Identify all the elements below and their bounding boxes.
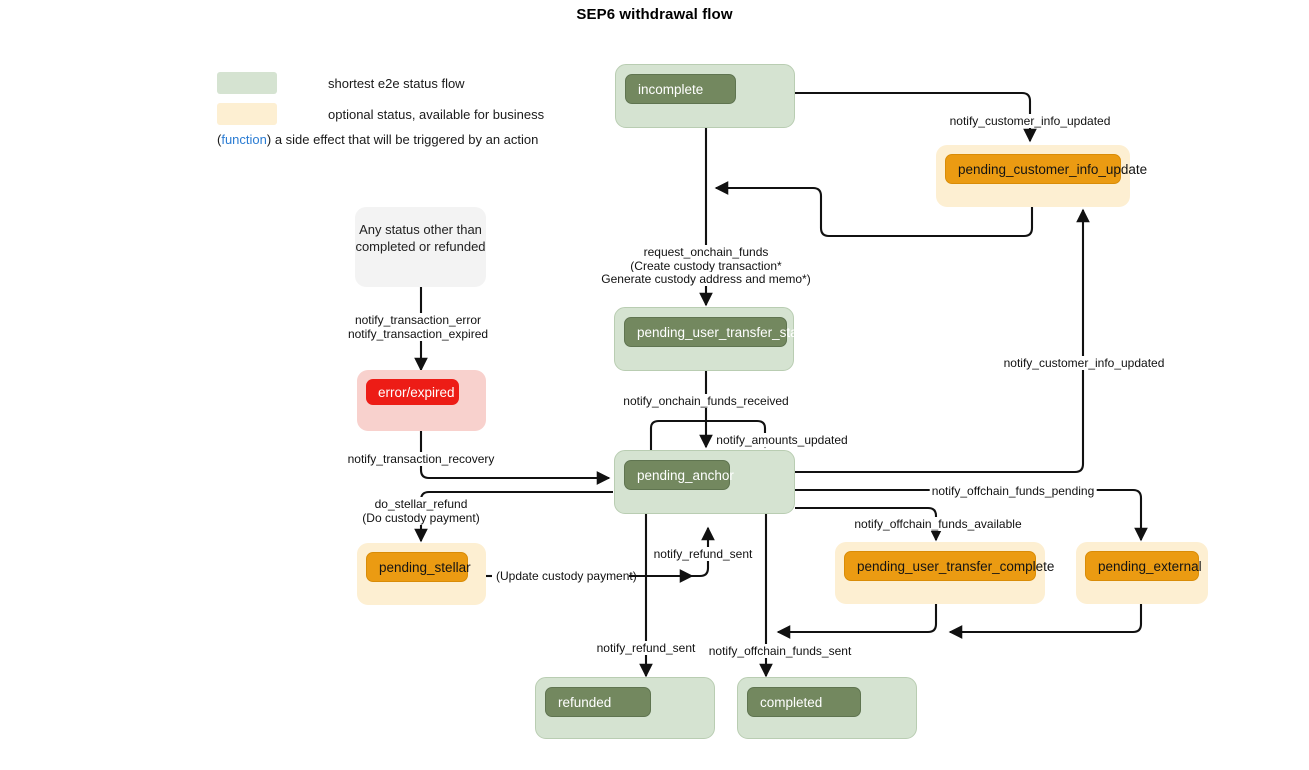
edge-label-notify-customer-info-updated-right: notify_customer_info_updated	[1001, 356, 1167, 370]
node-pending-anchor-label: pending_anchor	[637, 467, 734, 483]
edge-label-do-stellar-refund: do_stellar_refund	[372, 497, 470, 511]
edge-label-notify-transaction-recovery: notify_transaction_recovery	[345, 452, 497, 466]
legend-function-note: (function) a side effect that will be tr…	[217, 132, 544, 147]
node-pending-user-transfer-start[interactable]: pending_user_transfer_start	[614, 307, 806, 371]
node-pending-stellar[interactable]: pending_stellar	[357, 543, 486, 605]
node-completed-label: completed	[760, 694, 823, 710]
node-error-expired-label: error/expired	[378, 384, 455, 400]
legend-row-amber: optional status, available for business	[217, 101, 544, 127]
edge-label-notify-offchain-funds-available: notify_offchain_funds_available	[852, 517, 1024, 531]
edge-label-notify-refund-sent-down: notify_refund_sent	[594, 641, 698, 655]
node-refunded-inner: refunded	[545, 687, 651, 717]
node-completed-inner: completed	[747, 687, 861, 717]
legend-row-green: shortest e2e status flow	[217, 70, 544, 96]
edge-label-create-custody-transaction: (Create custody transaction*	[628, 259, 784, 273]
page-title: SEP6 withdrawal flow	[576, 6, 733, 23]
node-pending-customer-info-update-inner: pending_customer_info_update	[945, 154, 1147, 184]
node-pending-user-transfer-start-inner: pending_user_transfer_start	[624, 317, 806, 347]
node-pending-user-transfer-start-label: pending_user_transfer_start	[637, 324, 806, 340]
node-any-status-text: Any status other than completed or refun…	[355, 221, 485, 255]
edge-label-request-onchain-funds: request_onchain_funds	[641, 245, 771, 259]
node-error-expired-inner: error/expired	[366, 379, 459, 405]
edge-incomplete-to-pending-customer-info	[795, 91, 1037, 143]
legend-note-rest: ) a side effect that will be triggered b…	[266, 132, 539, 147]
edge-label-notify-offchain-funds-pending: notify_offchain_funds_pending	[929, 484, 1097, 498]
edge-label-do-custody-payment: (Do custody payment)	[360, 511, 482, 525]
legend-label-green: shortest e2e status flow	[328, 75, 465, 91]
node-refunded[interactable]: refunded	[535, 677, 715, 739]
node-pending-stellar-inner: pending_stellar	[366, 552, 471, 582]
node-pending-user-transfer-complete-inner: pending_user_transfer_complete	[844, 551, 1054, 581]
edge-error-expired-to-pending-anchor	[419, 431, 611, 485]
edge-label-notify-transaction-error: notify_transaction_error	[352, 313, 484, 327]
edge-label-notify-customer-info-updated-top: notify_customer_info_updated	[947, 114, 1113, 128]
edge-pending-anchor-self-loop	[649, 419, 772, 455]
edge-label-notify-refund-sent-up: notify_refund_sent	[651, 547, 755, 561]
node-refunded-label: refunded	[558, 694, 612, 710]
legend-function-word: function	[221, 132, 267, 147]
edge-pending-customer-info-to-incomplete	[714, 181, 1034, 238]
legend: shortest e2e status flow optional status…	[217, 70, 544, 147]
node-pending-anchor-inner: pending_anchor	[624, 460, 734, 490]
node-any-status: Any status other than completed or refun…	[355, 207, 486, 287]
edge-pending-anchor-to-pending-customer-info	[795, 208, 1090, 474]
edge-pending-anchor-to-pending-user-transfer-complete	[795, 506, 943, 542]
node-incomplete[interactable]: incomplete	[615, 64, 795, 128]
edge-pending-user-transfer-complete-to-completed	[776, 604, 938, 639]
legend-swatch-green	[217, 72, 277, 94]
node-pending-external-inner: pending_external	[1085, 551, 1202, 581]
edge-label-notify-onchain-funds-received: notify_onchain_funds_received	[621, 394, 791, 408]
node-pending-anchor[interactable]: pending_anchor	[614, 450, 795, 514]
node-pending-user-transfer-complete[interactable]: pending_user_transfer_complete	[835, 542, 1054, 604]
legend-swatch-amber	[217, 103, 277, 125]
edge-label-notify-transaction-expired: notify_transaction_expired	[345, 327, 491, 341]
node-pending-external[interactable]: pending_external	[1076, 542, 1208, 604]
edge-notify-refund-sent-up	[692, 526, 715, 578]
edge-label-update-custody-payment: (Update custody payment)	[496, 569, 637, 583]
node-completed[interactable]: completed	[737, 677, 917, 739]
node-pending-external-label: pending_external	[1098, 558, 1202, 574]
node-any-status-line2: completed or refunded	[355, 239, 486, 254]
edge-label-notify-offchain-funds-sent: notify_offchain_funds_sent	[706, 644, 854, 658]
node-any-status-line1: Any status other than	[359, 222, 482, 237]
node-pending-stellar-label: pending_stellar	[379, 559, 471, 575]
edge-pending-external-to-completed	[948, 604, 1143, 639]
edge-label-notify-amounts-updated: notify_amounts_updated	[714, 433, 850, 447]
node-pending-customer-info-update[interactable]: pending_customer_info_update	[936, 145, 1147, 207]
legend-paren-open: (	[217, 132, 222, 147]
node-incomplete-label: incomplete	[638, 81, 704, 97]
edge-label-generate-custody-address: Generate custody address and memo*)	[599, 272, 813, 286]
edge-pending-anchor-to-pending-external	[795, 488, 1148, 542]
node-error-expired[interactable]: error/expired	[357, 370, 486, 431]
legend-label-amber: optional status, available for business	[328, 106, 545, 122]
node-pending-customer-info-update-label: pending_customer_info_update	[958, 161, 1148, 177]
node-pending-user-transfer-complete-label: pending_user_transfer_complete	[857, 558, 1055, 574]
node-incomplete-inner: incomplete	[625, 74, 736, 104]
